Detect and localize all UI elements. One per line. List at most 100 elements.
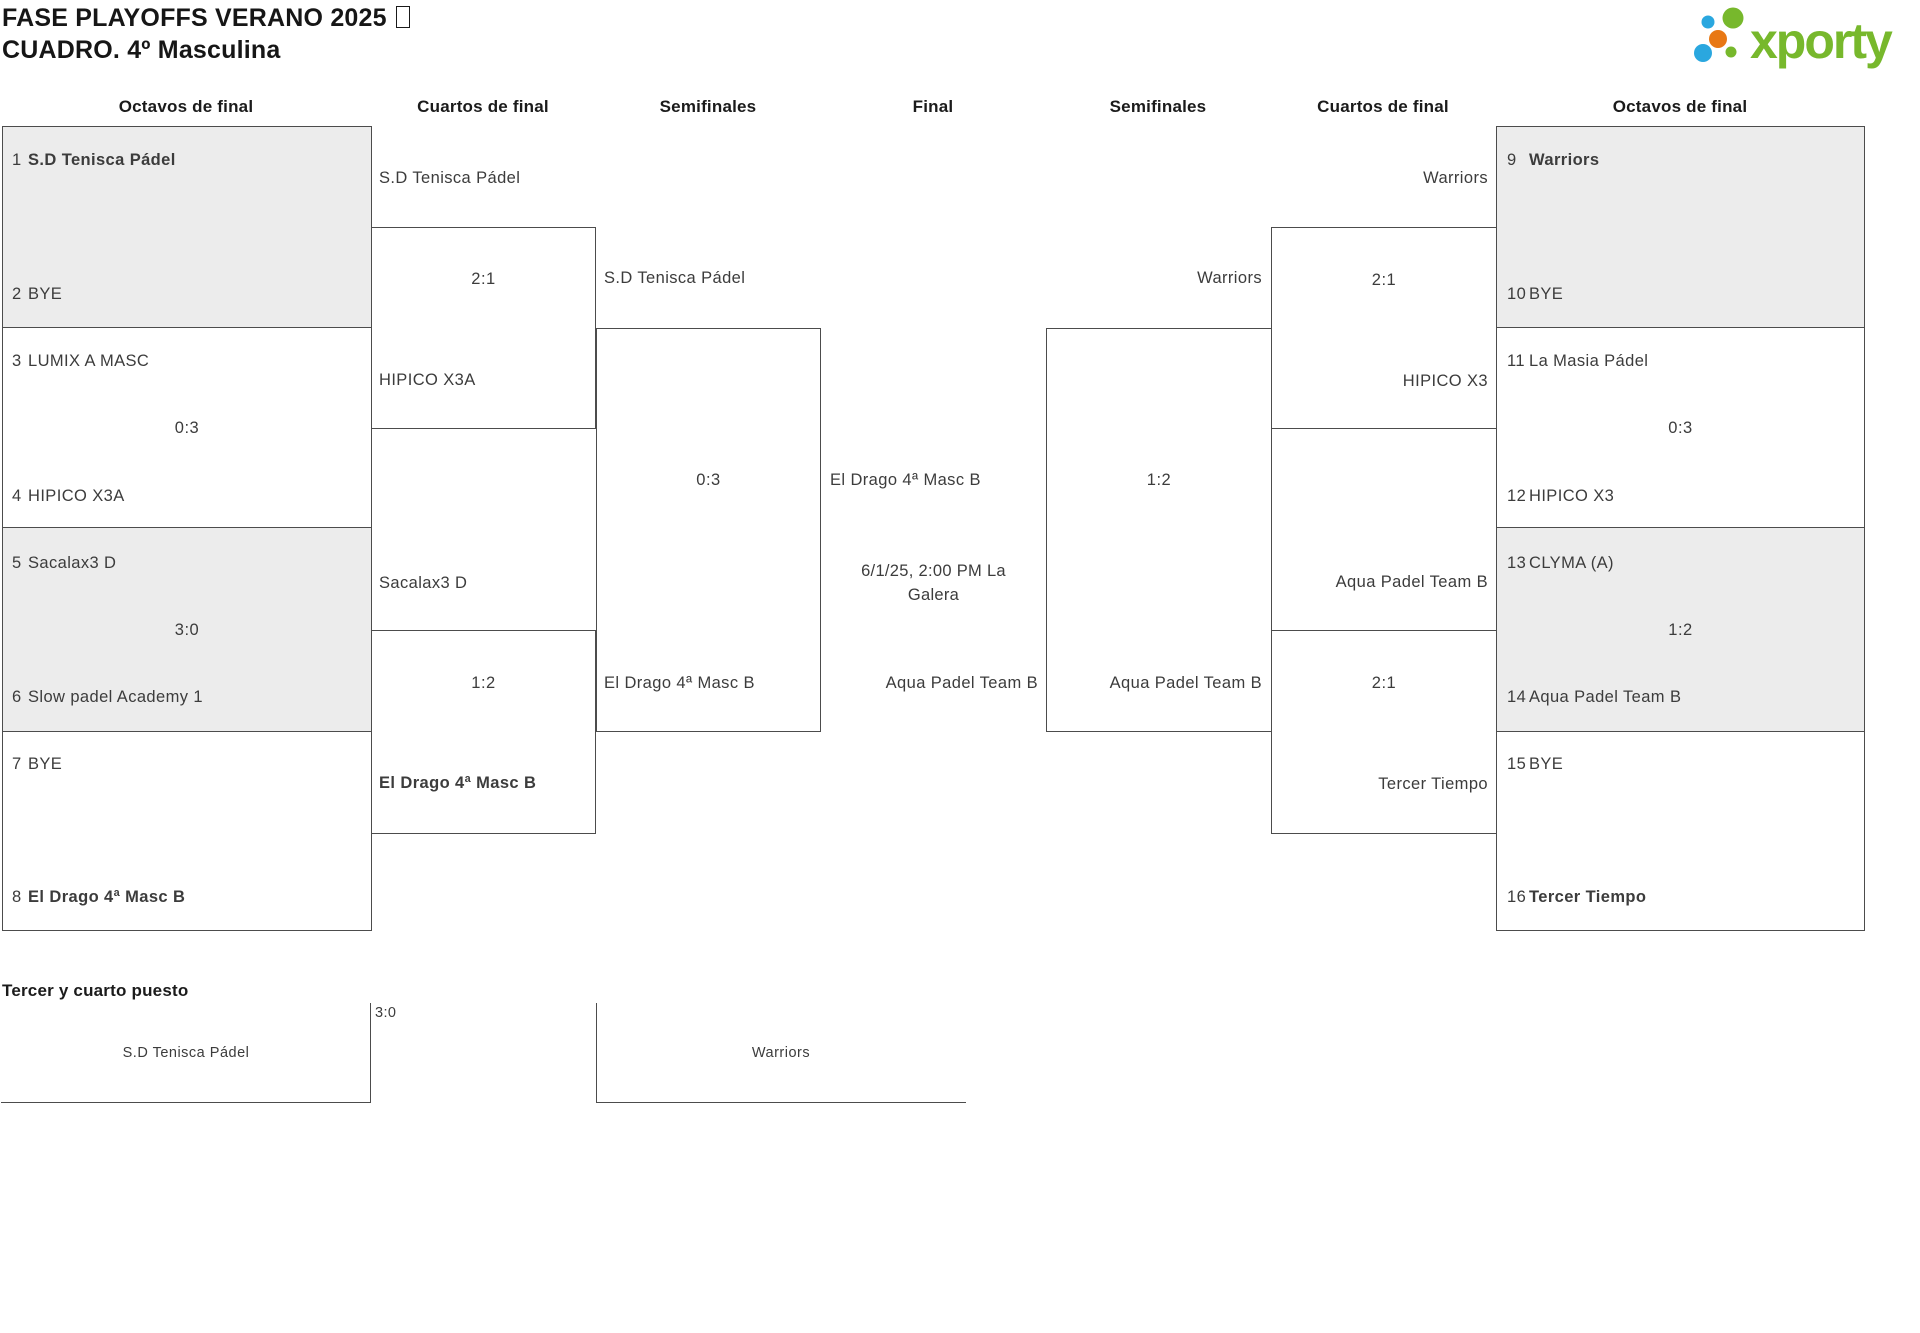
round-header-final: Final — [912, 97, 954, 116]
match-box-cuartos-l2[interactable] — [371, 630, 596, 834]
team-number: 1 — [12, 151, 22, 169]
match-box-semi-left[interactable] — [596, 328, 821, 732]
team-row-9: 9 Warriors — [1496, 149, 1599, 171]
team-name: Sacalax3 D — [28, 554, 117, 572]
team-number: 15 — [1507, 755, 1527, 773]
match-box-octavos-r4[interactable] — [1496, 731, 1865, 931]
team-name: Tercer Tiempo — [1529, 888, 1647, 906]
logo-dot-green-small — [1725, 46, 1737, 58]
team-name-cuartos-r2-top: Aqua Padel Team B — [1335, 573, 1488, 591]
missing-emoji-glyph — [395, 6, 410, 28]
third-place-heading: Tercer y cuarto puesto — [2, 981, 189, 1000]
team-row-1: 1 S.D Tenisca Pádel — [2, 149, 176, 171]
third-place-score: 3:0 — [375, 1005, 397, 1021]
team-number: 3 — [12, 352, 22, 370]
team-name: HIPICO X3 — [1529, 487, 1615, 505]
bracket-subtitle: CUADRO. 4º Masculina — [2, 36, 281, 64]
match-score-octavos-r3: 1:2 — [1668, 621, 1693, 639]
team-number: 9 — [1507, 151, 1517, 169]
match-box-cuartos-r1[interactable] — [1271, 227, 1497, 429]
third-place-team-left: S.D Tenisca Pádel — [122, 1045, 250, 1061]
match-box-cuartos-l1[interactable] — [371, 227, 596, 429]
team-name: El Drago 4ª Masc B — [28, 888, 186, 906]
logo-dot-blue-small — [1701, 15, 1715, 29]
team-number: 6 — [12, 688, 22, 706]
final-team-left: El Drago 4ª Masc B — [830, 471, 981, 489]
round-header-octavos-left: Octavos de final — [118, 97, 254, 116]
team-name-cuartos-l2-bottom: El Drago 4ª Masc B — [379, 774, 537, 792]
team-name: HIPICO X3A — [28, 487, 125, 505]
match-box-semi-right[interactable] — [1046, 328, 1272, 732]
match-score-cuartos-l1: 2:1 — [471, 270, 496, 288]
match-box-octavos-r2[interactable] — [1496, 327, 1865, 528]
match-score-semi-right: 1:2 — [1146, 471, 1172, 489]
round-header-octavos-right: Octavos de final — [1612, 97, 1748, 116]
team-row-4: 4 HIPICO X3A — [2, 485, 125, 507]
logo-dot-orange — [1709, 30, 1727, 48]
round-header-cuartos-left: Cuartos de final — [417, 97, 549, 116]
team-name: LUMIX A MASC — [28, 352, 150, 370]
team-number: 8 — [12, 888, 22, 906]
match-box-octavos-r3[interactable] — [1496, 527, 1865, 732]
team-number: 2 — [12, 285, 22, 303]
team-number: 7 — [12, 755, 22, 773]
team-name: BYE — [28, 285, 63, 303]
logo-wordmark: xporty — [1750, 13, 1893, 69]
team-name: Slow padel Academy 1 — [28, 688, 203, 706]
team-row-8: 8 El Drago 4ª Masc B — [2, 886, 185, 908]
team-name: La Masia Pádel — [1529, 352, 1649, 370]
team-name: Aqua Padel Team B — [1529, 688, 1682, 706]
match-score-octavos-r2: 0:3 — [1668, 419, 1693, 437]
team-number: 4 — [12, 487, 22, 505]
team-row-7: 7 BYE — [2, 753, 62, 775]
team-name-semi-left-top: S.D Tenisca Pádel — [604, 269, 746, 287]
final-schedule: 6/1/25, 2:00 PM La Galera — [861, 562, 1006, 604]
round-header-semis-left: Semifinales — [659, 97, 757, 116]
round-header-semis-right: Semifinales — [1109, 97, 1207, 116]
match-score-octavos-l2: 0:3 — [174, 419, 200, 437]
match-box-third-place-left[interactable] — [1, 1003, 371, 1103]
bracket-title: FASE PLAYOFFS VERANO 2025 — [2, 4, 410, 33]
round-header-cuartos-right: Cuartos de final — [1317, 97, 1449, 116]
team-name: BYE — [28, 755, 63, 773]
team-number: 14 — [1507, 688, 1527, 706]
team-name: BYE — [1529, 755, 1564, 773]
final-team-right: Aqua Padel Team B — [885, 674, 1038, 692]
team-number: 10 — [1507, 285, 1527, 303]
match-score-octavos-l3: 3:0 — [174, 621, 200, 639]
match-score-cuartos-r1: 2:1 — [1371, 271, 1397, 289]
match-box-octavos-l2[interactable] — [2, 327, 372, 528]
team-name: CLYMA (A) — [1529, 554, 1614, 572]
team-number: 13 — [1507, 554, 1527, 572]
team-name-semi-right-top: Warriors — [1197, 269, 1262, 287]
team-number: 11 — [1507, 352, 1525, 370]
team-row-6: 6 Slow padel Academy 1 — [2, 686, 203, 708]
team-name-cuartos-l1-top: S.D Tenisca Pádel — [379, 169, 521, 187]
team-number: 16 — [1507, 888, 1527, 906]
match-score-cuartos-l2: 1:2 — [471, 674, 496, 692]
match-score-semi-left: 0:3 — [696, 471, 721, 489]
team-name: Warriors — [1529, 151, 1600, 169]
team-name-cuartos-r1-top: Warriors — [1423, 169, 1488, 187]
team-number: 5 — [12, 554, 22, 572]
team-name-semi-left-bottom: El Drago 4ª Masc B — [604, 674, 755, 692]
match-box-octavos-l4[interactable] — [2, 731, 372, 931]
match-box-octavos-r1[interactable] — [1496, 126, 1865, 328]
logo-dot-blue-large — [1694, 44, 1712, 62]
match-box-third-place-right[interactable] — [596, 1003, 966, 1103]
match-box-octavos-l1[interactable] — [2, 126, 372, 328]
team-row-3: 3 LUMIX A MASC — [2, 350, 149, 372]
third-place-team-right: Warriors — [751, 1045, 811, 1061]
xporty-logo[interactable]: xporty — [1688, 4, 1920, 72]
team-name-cuartos-r2-bottom: Tercer Tiempo — [1378, 775, 1488, 793]
team-name: S.D Tenisca Pádel — [28, 151, 176, 169]
team-number: 12 — [1507, 487, 1527, 505]
team-name-cuartos-r1-bottom: HIPICO X3 — [1402, 372, 1488, 390]
logo-dot-green-large — [1722, 7, 1744, 29]
match-box-cuartos-r2[interactable] — [1271, 630, 1497, 834]
